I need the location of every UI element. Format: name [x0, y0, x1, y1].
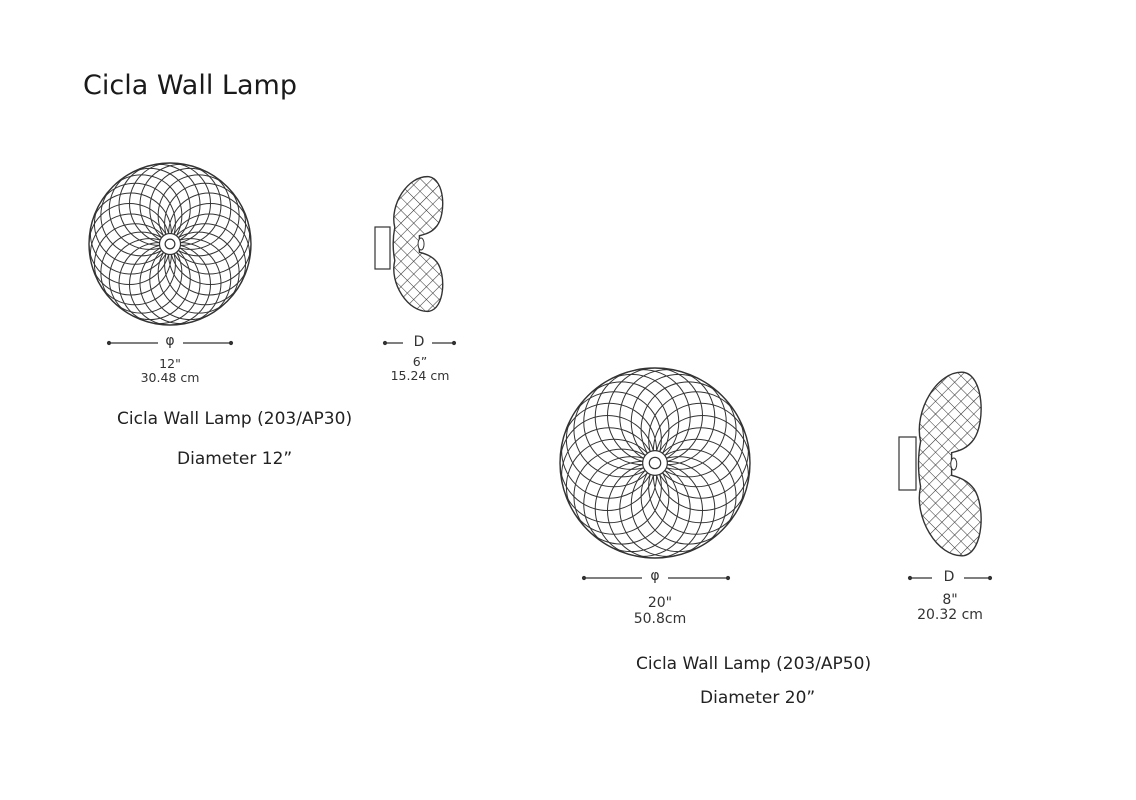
depth-symbol: D	[413, 334, 425, 350]
rosette-ring	[640, 381, 737, 478]
diffuser-profile	[917, 371, 982, 557]
center-hub	[642, 450, 668, 476]
rosette-ring	[630, 373, 727, 470]
outer-rim	[559, 367, 751, 559]
center-knob	[417, 237, 425, 251]
rosette-ring	[149, 167, 232, 250]
dimension-lines	[106, 340, 993, 581]
depth-symbol: D	[943, 569, 955, 585]
model-label: Cicla Wall Lamp (203/AP30)	[117, 409, 353, 429]
center-cap	[164, 238, 176, 250]
center-knob	[950, 457, 958, 471]
side-view-small-lamp	[374, 175, 444, 313]
side-view-large-lamp	[898, 371, 982, 557]
wall-bracket	[898, 436, 917, 491]
diameter-inches: 12"	[159, 356, 181, 371]
diameter-label: Diameter 20”	[700, 688, 816, 708]
model-label: Cicla Wall Lamp (203/AP50)	[636, 654, 872, 674]
outer-rim	[88, 162, 252, 326]
rosette-ring	[157, 174, 240, 257]
depth-cm: 15.24 cm	[390, 368, 450, 383]
wall-bracket	[374, 226, 391, 270]
diameter-symbol: φ	[650, 568, 660, 584]
center-hub	[158, 232, 182, 256]
diameter-label: Diameter 12”	[177, 449, 293, 469]
front-view-large-lamp	[559, 367, 751, 559]
page-title: Cicla Wall Lamp	[83, 70, 297, 101]
diameter-symbol: φ	[165, 333, 175, 349]
diameter-cm: 30.48 cm	[140, 370, 200, 385]
depth-inches: 8"	[942, 592, 958, 608]
diameter-cm: 50.8cm	[633, 611, 687, 627]
depth-cm: 20.32 cm	[917, 607, 983, 623]
rosette-ring	[164, 182, 247, 265]
depth-inches: 6”	[412, 354, 428, 369]
diameter-inches: 20"	[647, 595, 673, 611]
front-view-small-lamp	[88, 162, 252, 326]
center-cap	[648, 456, 662, 470]
rosette-ring	[648, 391, 745, 488]
